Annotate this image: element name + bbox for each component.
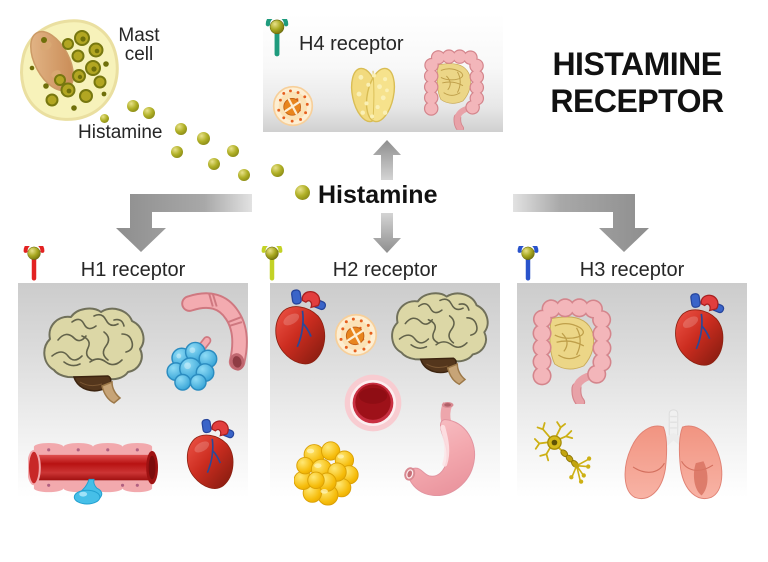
h4-receptor-icon: [265, 19, 289, 57]
organ-stomach: [390, 402, 480, 507]
h3-receptor-label: H3 receptor: [579, 259, 685, 281]
organ-heart: [668, 292, 728, 369]
histamine-molecule-dot: [295, 185, 310, 200]
organ-brain: [38, 306, 148, 406]
histamine-molecule-dot: [271, 164, 284, 177]
organ-fat-cells: [294, 440, 360, 506]
histamine-molecule-dot: [171, 146, 183, 158]
h2-receptor-icon: [261, 246, 283, 281]
histamine-molecule-dot: [197, 132, 210, 145]
histamine-molecule-dot: [227, 145, 239, 157]
histamine-molecule-dot: [143, 107, 155, 119]
organ-airway-smooth-muscle: [162, 290, 250, 392]
arrow-elbow-right-icon: [513, 194, 649, 252]
histamine-molecule-dot: [100, 114, 109, 123]
organ-white-blood-cell: [334, 313, 378, 357]
histamine-molecule-dot: [208, 158, 220, 170]
histamine-center-label: Histamine: [318, 181, 438, 209]
organ-white-blood-cell: [272, 85, 314, 127]
h4-receptor-label: H4 receptor: [299, 33, 404, 55]
histamine-release-label: Histamine: [78, 122, 163, 143]
page-title: HISTAMINE RECEPTOR: [550, 46, 724, 119]
organ-lungs: [610, 408, 736, 505]
h1-receptor-icon: [23, 246, 45, 281]
histamine-molecule-dot: [127, 100, 139, 112]
h2-receptor-label: H2 receptor: [332, 259, 438, 281]
organ-heart: [268, 288, 330, 368]
organ-neuron: [534, 420, 598, 490]
arrow-down-icon: [373, 213, 401, 253]
mast-cell-illustration: [16, 16, 122, 126]
h3-receptor-icon: [517, 246, 539, 281]
organ-intestine: [416, 40, 492, 130]
h1-receptor-label: H1 receptor: [80, 259, 186, 281]
mast-cell-label: Mast cell: [118, 25, 160, 65]
arrow-up-icon: [373, 140, 401, 180]
organ-heart: [180, 418, 238, 492]
arrow-elbow-left-icon: [116, 194, 252, 252]
organ-intestine: [522, 286, 622, 404]
organ-blood-vessel: [28, 438, 158, 505]
histamine-molecule-dot: [238, 169, 250, 181]
organ-thymus: [346, 62, 400, 128]
histamine-molecule-dot: [175, 123, 187, 135]
